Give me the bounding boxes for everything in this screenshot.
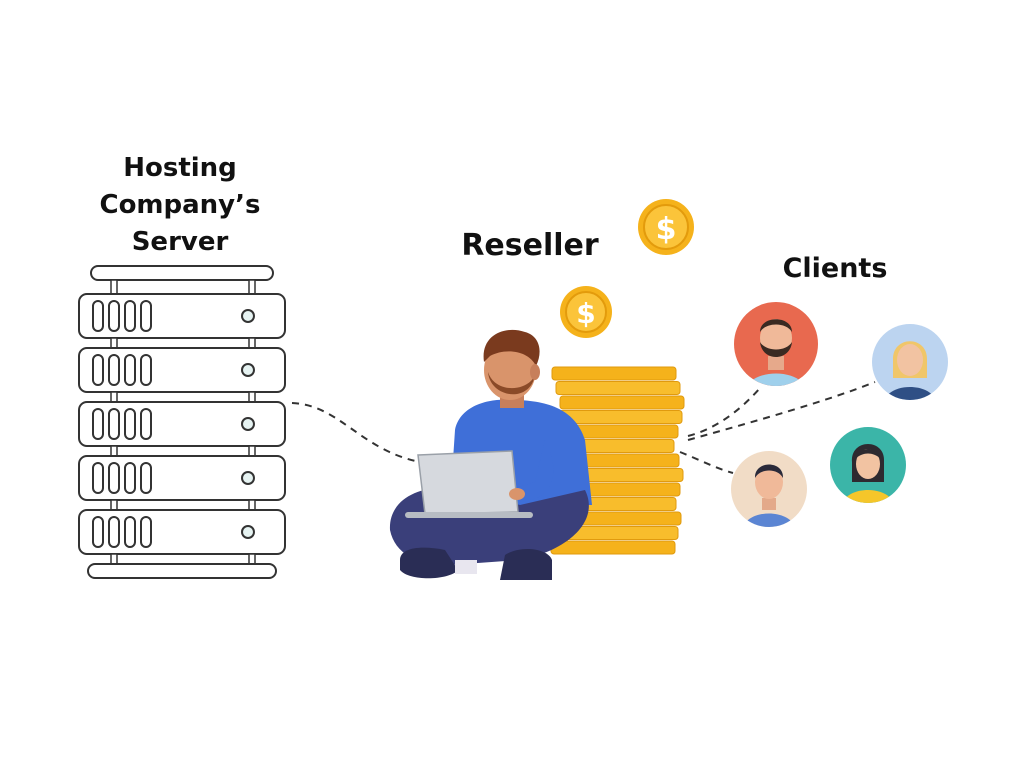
reseller-hair [483,329,540,366]
server-top-rail [90,265,274,281]
coin-symbol-small: $ [576,297,595,330]
stacked-coin [559,395,685,410]
server-title: Hosting Company’s Server [80,150,280,261]
clients-title: Clients [782,253,888,284]
server-bottom-rail [87,563,277,579]
reseller-to-client-3-line [679,451,734,474]
server-unit-3 [78,401,286,447]
reseller-person-icon [389,329,592,580]
client-avatar-2-icon [872,324,948,400]
server-title-line-1: Hosting [123,153,237,183]
reseller-title: Reseller [461,228,599,263]
server-to-reseller-line [291,402,421,463]
client-avatar-1-icon [734,302,818,386]
reseller-shoe-left [400,547,458,579]
connection-lines [291,381,876,474]
server-unit-5 [78,509,286,555]
server-unit-1 [78,293,286,339]
server-unit-4 [78,455,286,501]
client-avatar-3-icon [731,451,807,527]
stacked-coin [557,410,683,424]
client-avatar-4-icon [830,427,906,503]
laptop-icon [417,450,519,515]
dollar-coin-icon-small: $ [560,286,612,338]
reseller-shoe-right [500,548,552,580]
server-title-line-2: Company’s [99,190,261,220]
reseller-to-client-2-line [687,381,876,441]
stacked-coin [551,366,677,381]
server-title-line-3: Server [131,227,229,257]
coin-symbol-top: $ [656,212,677,247]
stacked-coin [550,540,676,555]
reseller-to-client-1-line [687,387,761,437]
server-unit-2 [78,347,286,393]
stacked-coin [555,381,681,395]
dollar-coin-icon: $ [638,199,694,255]
server-rack-icon [78,265,286,579]
